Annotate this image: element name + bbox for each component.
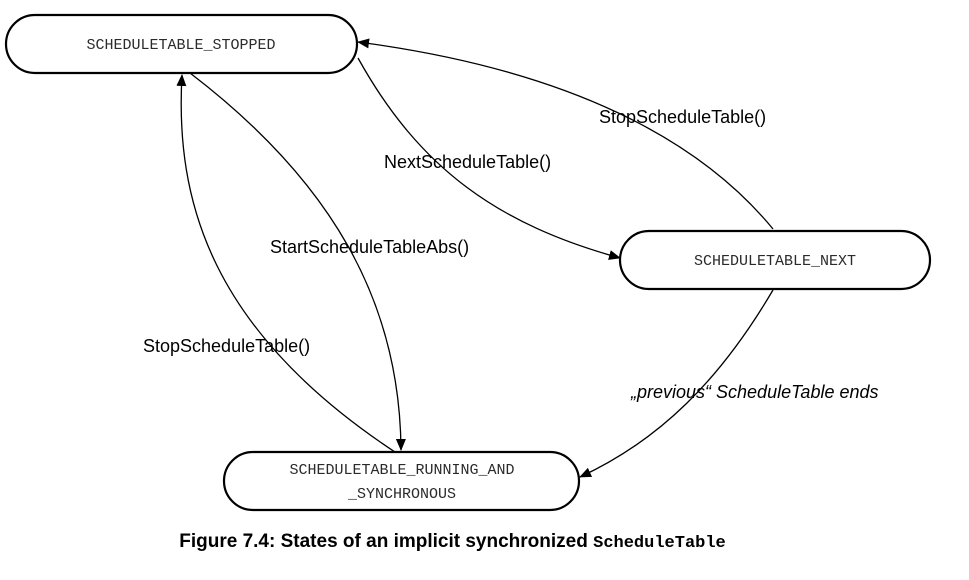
edge-next-to-running — [579, 289, 774, 478]
state-next-label: SCHEDULETABLE_NEXT — [694, 253, 856, 270]
edge-running-to-stopped — [176, 74, 396, 453]
state-stopped-label: SCHEDULETABLE_STOPPED — [86, 37, 275, 54]
state-running-and-synchronous: SCHEDULETABLE_RUNNING_AND _SYNCHRONOUS — [222, 450, 581, 512]
state-running-label-line2: _SYNCHRONOUS — [347, 486, 456, 503]
label-stop-from-running: StopScheduleTable() — [143, 336, 310, 356]
label-next-schedule-table: NextScheduleTable() — [384, 152, 551, 172]
state-running-label-line1: SCHEDULETABLE_RUNNING_AND — [289, 462, 514, 479]
figure-caption: Figure 7.4: States of an implicit synchr… — [0, 531, 905, 553]
label-start-schedule-table-abs: StartScheduleTableAbs() — [270, 237, 469, 257]
caption-code: ScheduleTable — [593, 534, 726, 553]
label-previous-table-ends: „previous“ ScheduleTable ends — [630, 382, 879, 402]
edge-next-to-stopped — [357, 38, 774, 230]
edge-stopped-to-next — [357, 57, 621, 260]
caption-text: Figure 7.4: States of an implicit synchr… — [179, 531, 588, 552]
label-stop-from-next: StopScheduleTable() — [599, 107, 766, 127]
edge-stopped-to-running — [189, 72, 406, 451]
state-stopped: SCHEDULETABLE_STOPPED — [4, 13, 359, 75]
state-next: SCHEDULETABLE_NEXT — [618, 229, 932, 291]
